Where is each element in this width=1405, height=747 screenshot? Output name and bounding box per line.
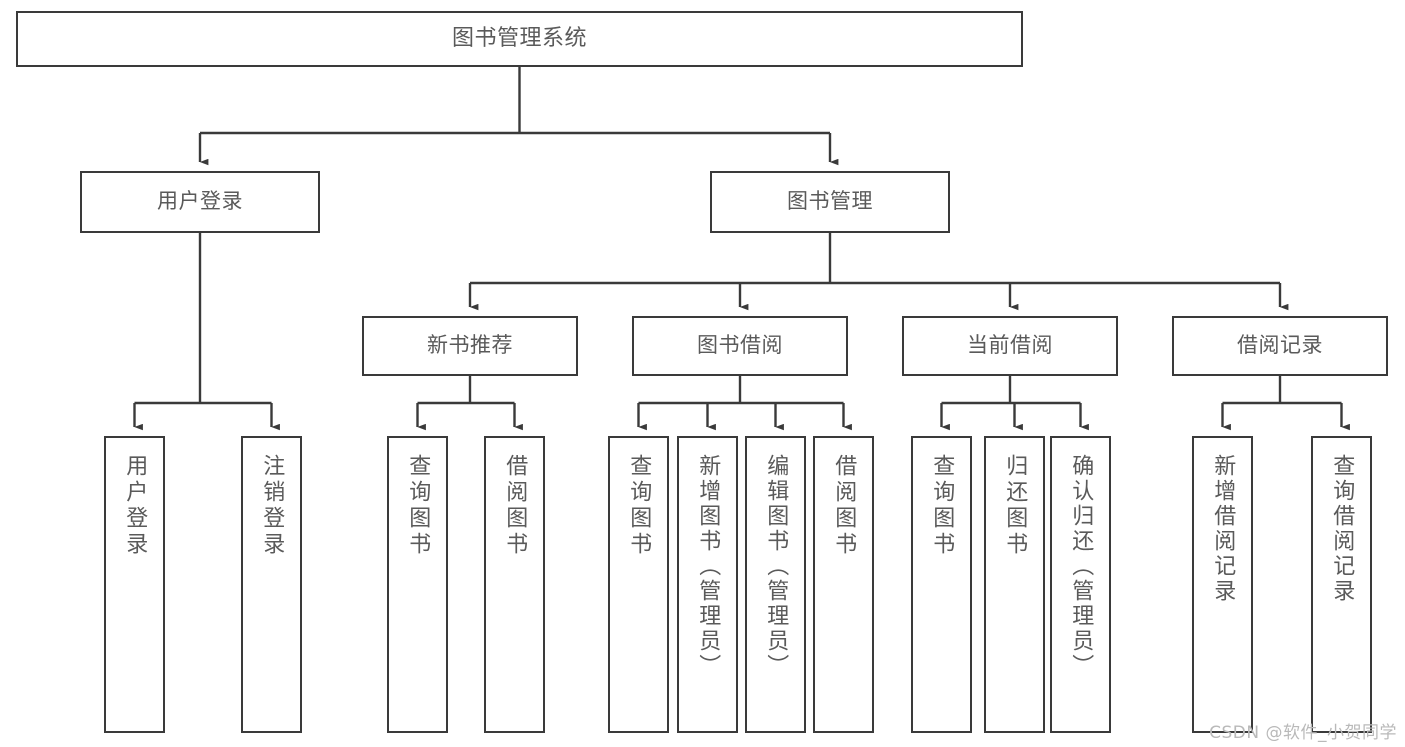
node-login[interactable]: 用户登录: [80, 171, 320, 233]
node-newbook[interactable]: 新书推荐: [362, 316, 578, 376]
node-root[interactable]: 图书管理系统: [16, 11, 1023, 67]
node-records[interactable]: 借阅记录: [1172, 316, 1388, 376]
node-label: 查询图书: [929, 454, 955, 558]
node-label: 图书借阅: [697, 333, 783, 358]
node-label: 新书推荐: [427, 333, 513, 358]
node-leaf-re-add[interactable]: 新增借阅记录: [1192, 436, 1253, 733]
node-label: 查询借阅记录: [1329, 454, 1355, 604]
node-label: 查询图书: [405, 454, 431, 558]
node-leaf-re-query[interactable]: 查询借阅记录: [1311, 436, 1372, 733]
node-leaf-bo-query[interactable]: 查询图书: [608, 436, 669, 733]
node-label: 借阅图书: [831, 454, 857, 558]
node-label: 新增图书（管理员）: [695, 454, 721, 679]
node-leaf-nb-borrow[interactable]: 借阅图书: [484, 436, 545, 733]
watermark-credit: CSDN @软件_小贺同学: [1209, 723, 1397, 743]
node-label: 借阅记录: [1237, 333, 1323, 358]
node-label: 编辑图书（管理员）: [763, 454, 789, 679]
node-label: 借阅图书: [502, 454, 528, 558]
node-leaf-cu-confirm[interactable]: 确认归还（管理员）: [1050, 436, 1111, 733]
node-label: 当前借阅: [967, 333, 1053, 358]
node-bookmgmt[interactable]: 图书管理: [710, 171, 950, 233]
node-borrow[interactable]: 图书借阅: [632, 316, 848, 376]
node-leaf-cu-query[interactable]: 查询图书: [911, 436, 972, 733]
node-leaf-bo-borrow[interactable]: 借阅图书: [813, 436, 874, 733]
node-label: 注销登录: [259, 454, 285, 558]
node-leaf-user-logout[interactable]: 注销登录: [241, 436, 302, 733]
node-leaf-cu-return[interactable]: 归还图书: [984, 436, 1045, 733]
node-current[interactable]: 当前借阅: [902, 316, 1118, 376]
node-leaf-nb-query[interactable]: 查询图书: [387, 436, 448, 733]
node-label: 新增借阅记录: [1210, 454, 1236, 604]
node-label: 确认归还（管理员）: [1068, 454, 1094, 679]
node-label: 用户登录: [122, 454, 148, 558]
node-leaf-bo-edit[interactable]: 编辑图书（管理员）: [745, 436, 806, 733]
node-label: 查询图书: [626, 454, 652, 558]
node-label: 用户登录: [157, 189, 243, 214]
node-label: 图书管理系统: [451, 25, 587, 51]
node-leaf-bo-add[interactable]: 新增图书（管理员）: [677, 436, 738, 733]
node-leaf-user-login[interactable]: 用户登录: [104, 436, 165, 733]
node-label: 归还图书: [1002, 454, 1028, 558]
node-label: 图书管理: [787, 189, 873, 214]
